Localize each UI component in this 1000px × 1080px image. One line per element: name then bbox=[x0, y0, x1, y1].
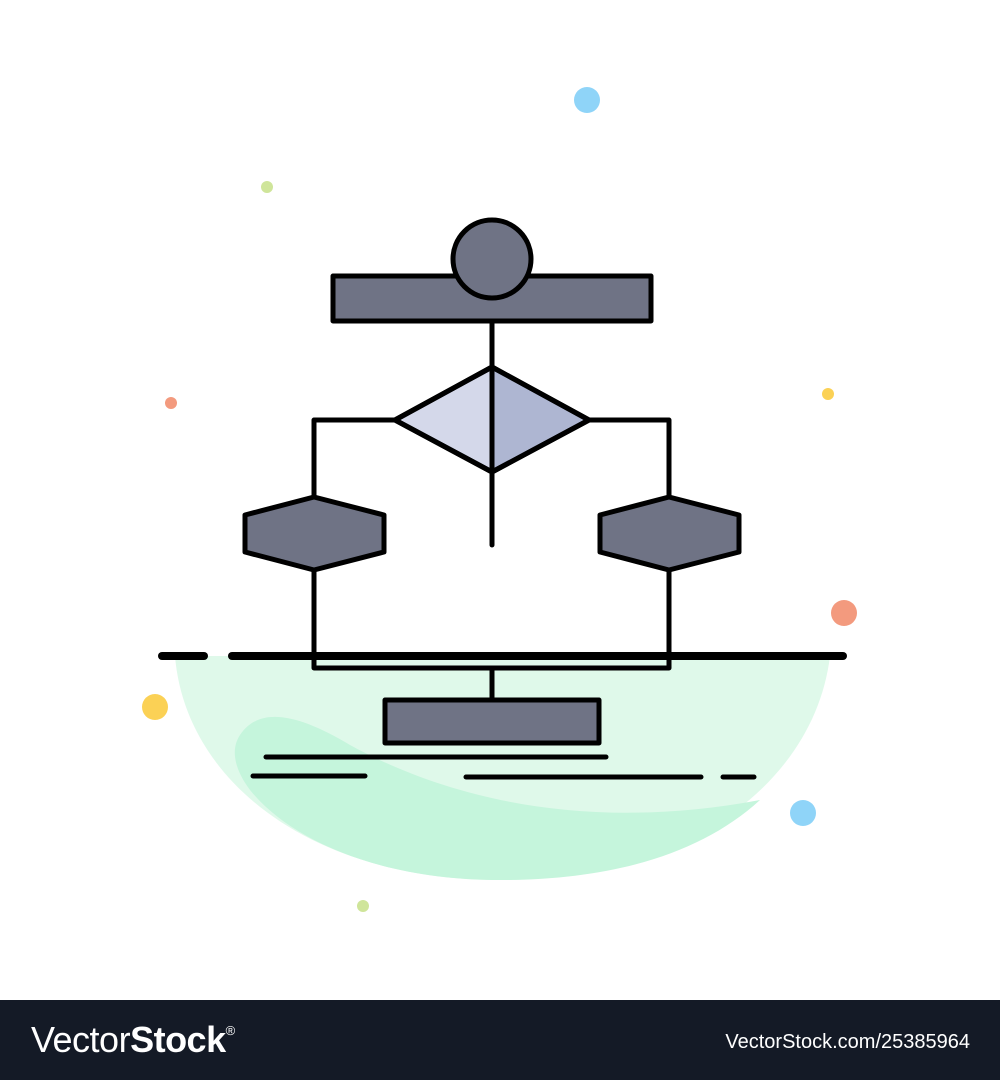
vectorstock-logo: VectorStock® bbox=[31, 1018, 235, 1062]
dot-yellow-small bbox=[822, 388, 834, 400]
algorithm-flowchart-icon bbox=[142, 87, 857, 912]
watermark-footer: VectorStock® VectorStock.com/25385964 bbox=[0, 1000, 1000, 1080]
dot-green-bottom bbox=[357, 900, 369, 912]
process-hexagon-left bbox=[242, 494, 387, 573]
dot-blue-top bbox=[574, 87, 600, 113]
logo-text-bold: Stock bbox=[130, 1019, 226, 1060]
connector-right-branch bbox=[586, 417, 672, 500]
dot-green-top bbox=[261, 181, 273, 193]
illustration-canvas bbox=[142, 87, 857, 912]
result-box bbox=[382, 697, 602, 746]
dot-yellow-large bbox=[142, 694, 168, 720]
decision-diamond-right bbox=[489, 364, 592, 475]
connector-left-branch bbox=[311, 417, 398, 500]
logo-registered-mark: ® bbox=[225, 1023, 236, 1038]
process-hexagon-right bbox=[597, 494, 742, 573]
start-node bbox=[450, 217, 534, 301]
dot-orange-large bbox=[831, 600, 857, 626]
dot-orange-small bbox=[165, 397, 177, 409]
decision-diamond-left bbox=[392, 364, 495, 475]
logo-text-light: Vector bbox=[31, 1019, 131, 1060]
dot-blue-bottom bbox=[790, 800, 816, 826]
image-id-label: VectorStock.com/25385964 bbox=[725, 1031, 970, 1053]
